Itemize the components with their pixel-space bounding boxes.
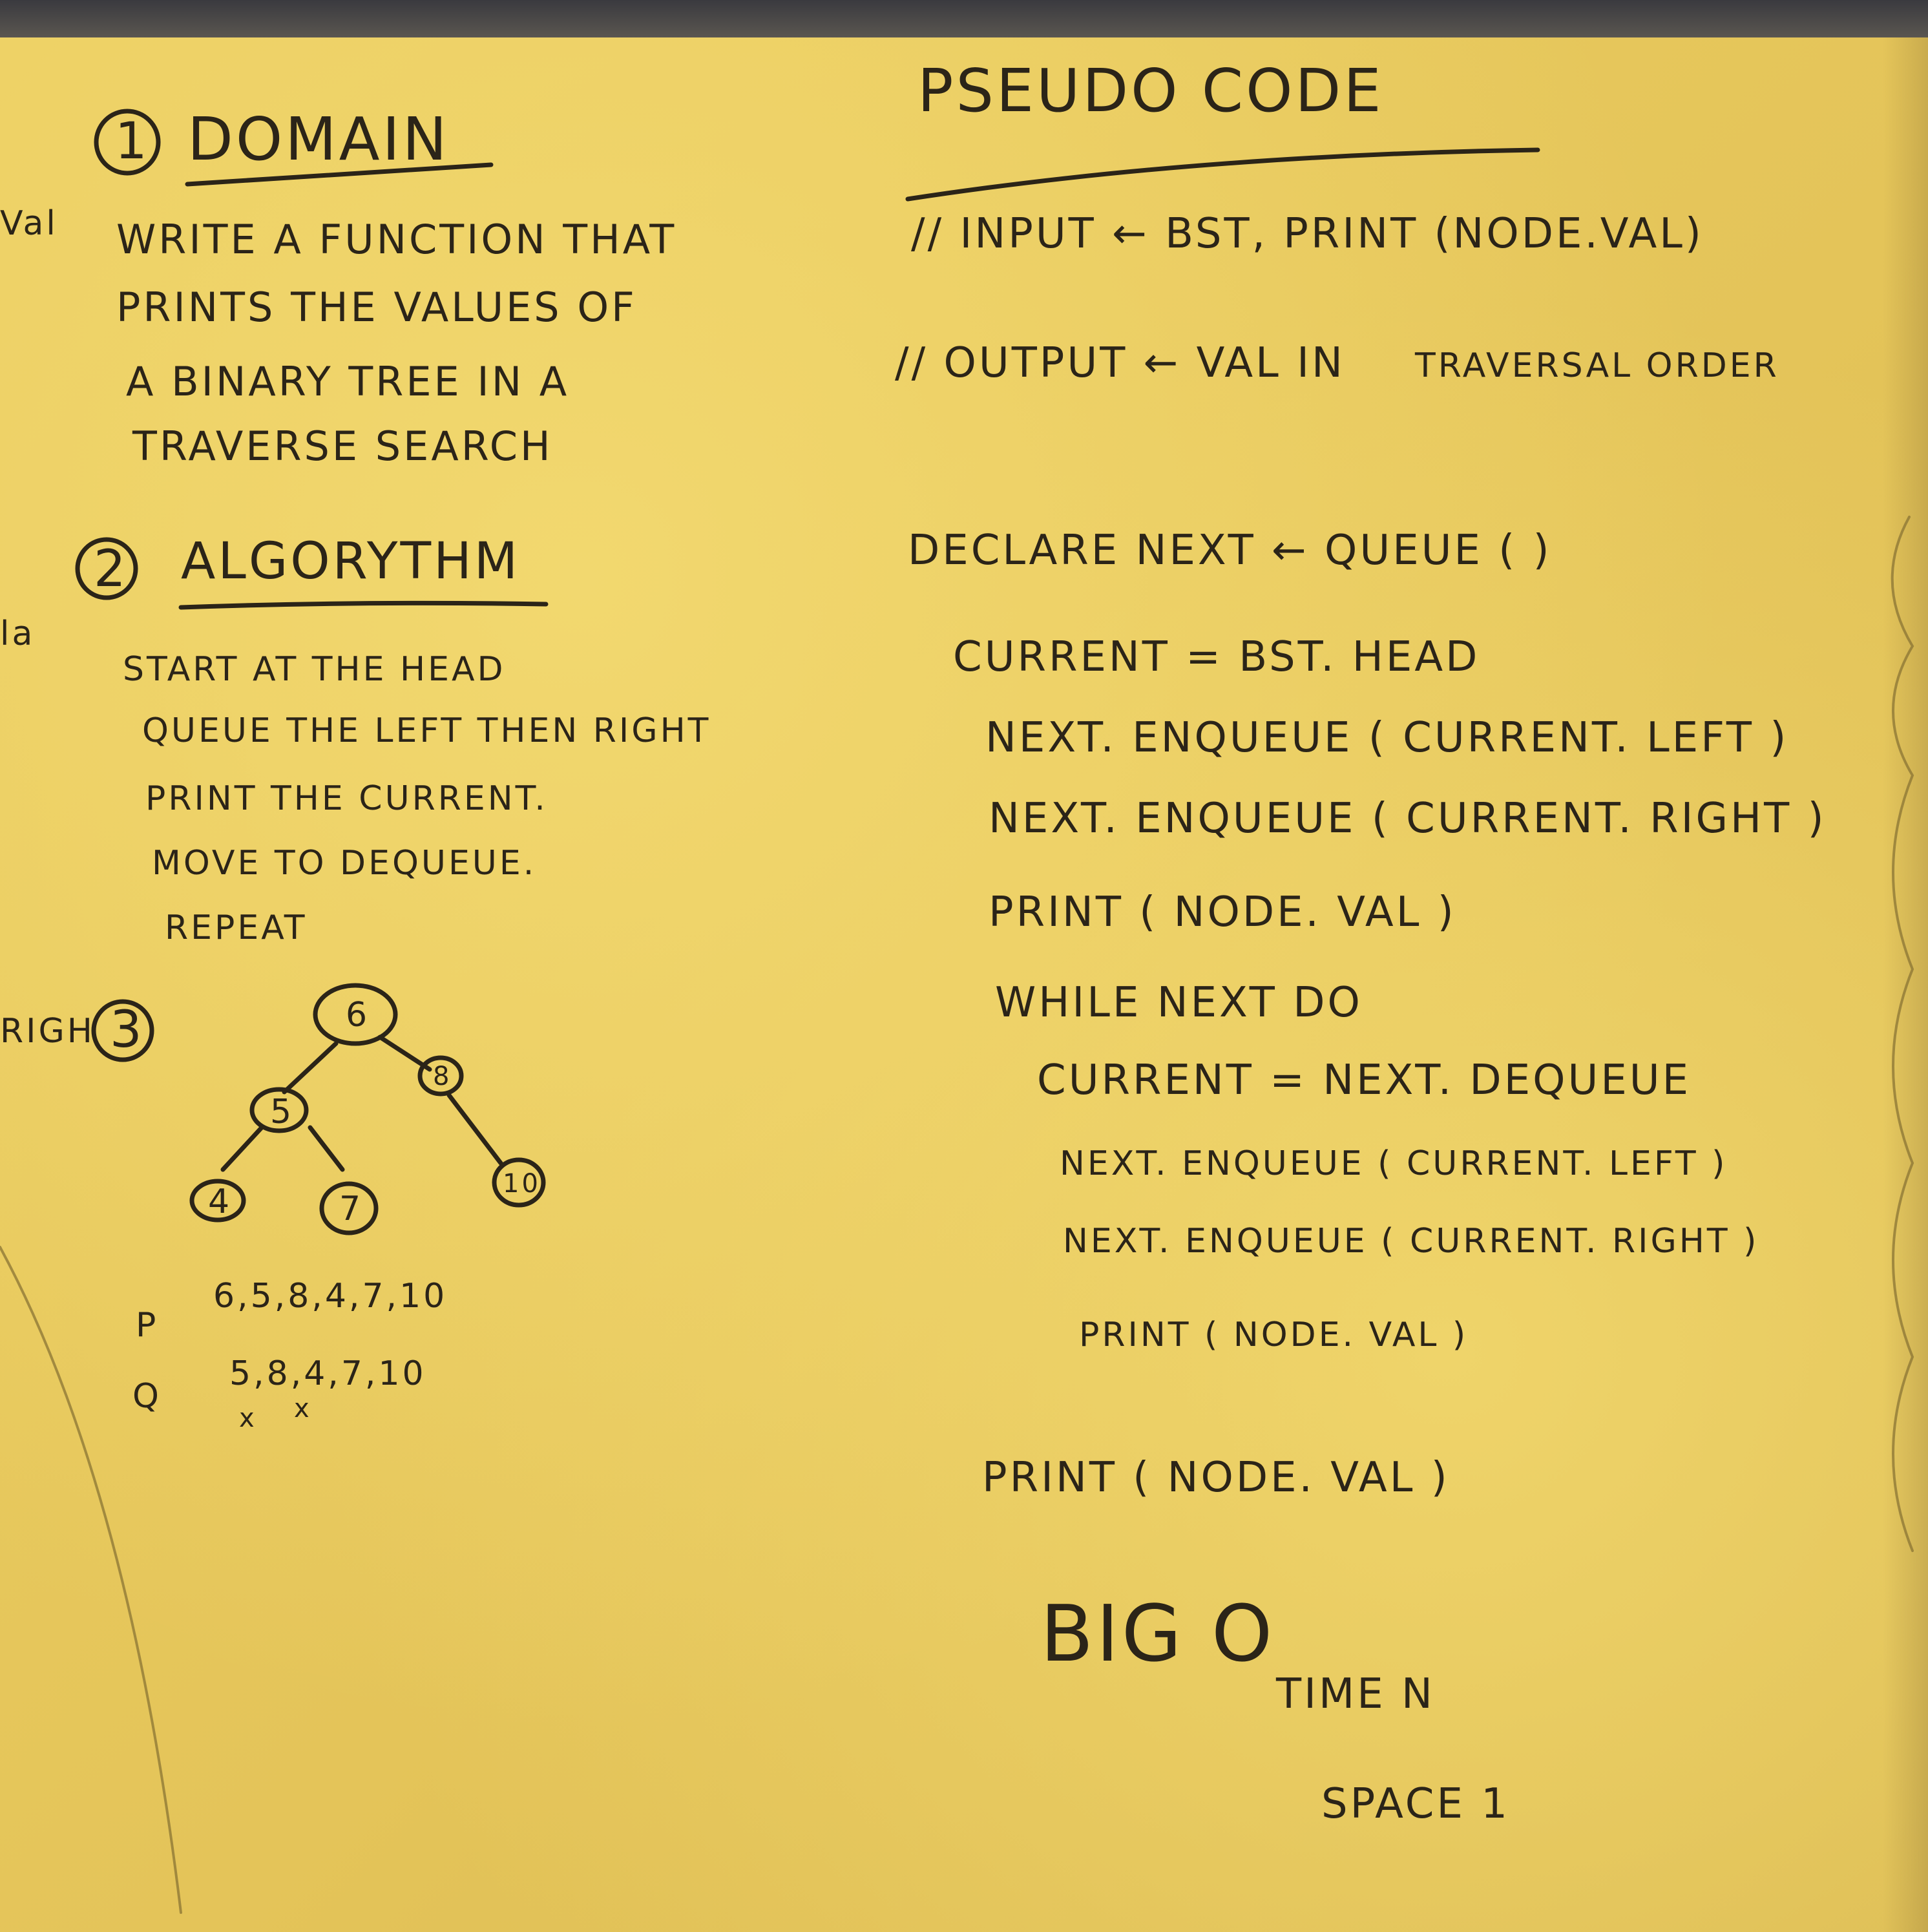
cross-mark: x [239,1403,257,1433]
big-o-space: SPACE 1 [1321,1780,1510,1828]
pseudo-output-line: // OUTPUT ← VAL IN [895,339,1345,387]
cross-mark: x [294,1394,312,1423]
board-edge-shadow [1883,37,1928,1932]
tree-node-circle-8 [417,1055,464,1097]
tree-node-5: 5 [270,1093,295,1131]
domain-line: A BINARY TREE IN A [126,358,570,405]
pseudo-final-print: PRINT ( NODE. VAL ) [982,1454,1450,1502]
pseudo-print: PRINT ( NODE. VAL ) [989,888,1456,936]
section-3-number: 3 [110,1001,145,1059]
algorithm-underline [178,600,549,610]
pseudo-input-line: // INPUT ← BST, PRINT (NODE.VAL) [911,210,1704,258]
tree-node-circle-5 [249,1087,309,1133]
tree-node-circle-6 [313,983,398,1046]
pseudo-while: WHILE NEXT DO [995,979,1363,1027]
algorithm-step: PRINT THE CURRENT. [145,779,548,818]
tree-edge-6-5 [282,1041,339,1095]
tree-node-circle-10 [492,1157,546,1208]
pseudo-code-heading: PSEUDO CODE [917,56,1384,125]
algorithm-step: START AT THE HEAD [123,650,506,689]
pseudo-loop-print: PRINT ( NODE. VAL ) [1079,1316,1469,1354]
tree-node-circle-7 [319,1181,379,1235]
algorithm-step: MOVE TO DEQUEUE. [152,844,537,883]
pencil-curve-left [0,1246,182,1914]
pseudo-code-underline [905,147,1540,202]
section-3-circle [91,999,154,1062]
pseudo-loop-enqueue-left: NEXT. ENQUEUE ( CURRENT. LEFT ) [1060,1144,1728,1183]
section-2-circle [75,537,138,600]
edge-fragment: la [0,614,36,653]
pseudo-output-line-2: TRAVERSAL ORDER [1415,346,1779,385]
tree-edge-5-7 [308,1125,345,1172]
domain-line: TRAVERSE SEARCH [132,423,553,470]
algorithm-heading: ALGORYTHM [181,532,521,591]
algorithm-step: REPEAT [165,908,308,947]
domain-underline [185,162,494,187]
tree-edge-8-10 [446,1093,503,1166]
tree-node-10: 10 [503,1169,541,1199]
p-label: P [136,1306,159,1345]
pseudo-loop-enqueue-right: NEXT. ENQUEUE ( CURRENT. RIGHT ) [1063,1222,1759,1261]
big-o-heading: BIG O [1040,1590,1275,1679]
tree-edge-5-4 [220,1125,264,1172]
big-o-time: TIME N [1276,1670,1435,1718]
tree-node-4: 4 [208,1182,233,1221]
tree-node-7: 7 [339,1190,364,1228]
section-2-number: 2 [94,540,129,598]
q-label: Q [132,1377,162,1416]
tree-node-circle-4 [189,1179,246,1223]
domain-line: PRINTS THE VALUES OF [116,284,637,331]
algorithm-step: QUEUE THE LEFT THEN RIGHT [142,711,711,750]
pseudo-declare: DECLARE NEXT ← QUEUE ( ) [908,527,1552,574]
q-values: 5,8,4,7,10 [229,1354,426,1393]
pseudo-current: CURRENT = BST. HEAD [953,633,1480,681]
pseudo-loop-current: CURRENT = NEXT. DEQUEUE [1037,1056,1692,1104]
section-1-number: 1 [115,112,150,171]
pseudo-enqueue-right: NEXT. ENQUEUE ( CURRENT. RIGHT ) [989,795,1827,843]
edge-fragment: Val [0,204,58,243]
tree-node-6: 6 [346,996,370,1034]
tree-node-8: 8 [433,1062,452,1091]
tree-edge-6-8 [377,1034,432,1072]
p-values: 6,5,8,4,7,10 [213,1277,448,1316]
domain-heading: DOMAIN [187,105,450,174]
pencil-wave-right [1891,516,1914,1552]
domain-line: WRITE A FUNCTION THAT [116,216,677,263]
pseudo-enqueue-left: NEXT. ENQUEUE ( CURRENT. LEFT ) [985,714,1789,762]
section-1-circle [94,109,161,176]
wall-strip [0,0,1928,37]
edge-fragment: RIGH [0,1012,95,1051]
